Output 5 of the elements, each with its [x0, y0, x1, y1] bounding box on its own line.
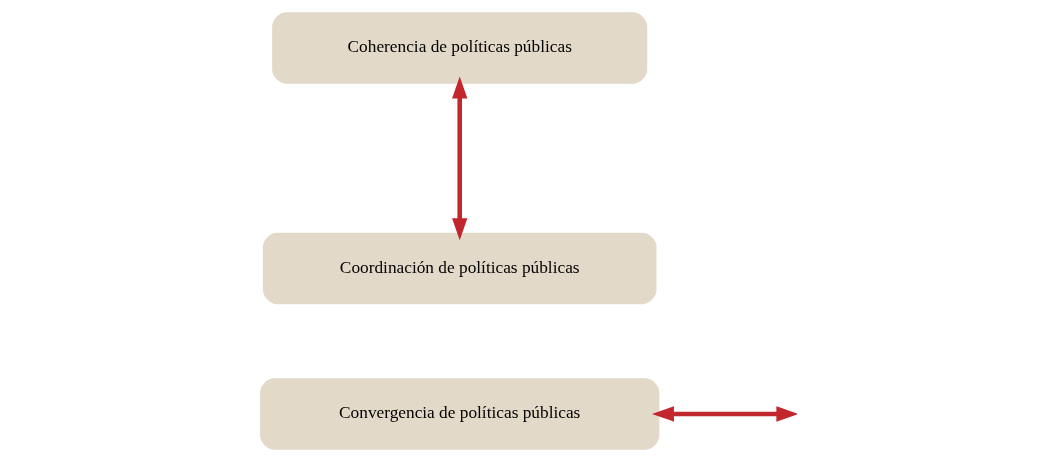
node-box: Convergencia de políticas públicas: [259, 378, 659, 450]
arrow: [451, 76, 467, 241]
node-box: Coherencia de políticas públicas: [271, 12, 647, 84]
arrow: [651, 406, 797, 422]
node-box: Coordinación de políticas públicas: [262, 232, 656, 305]
